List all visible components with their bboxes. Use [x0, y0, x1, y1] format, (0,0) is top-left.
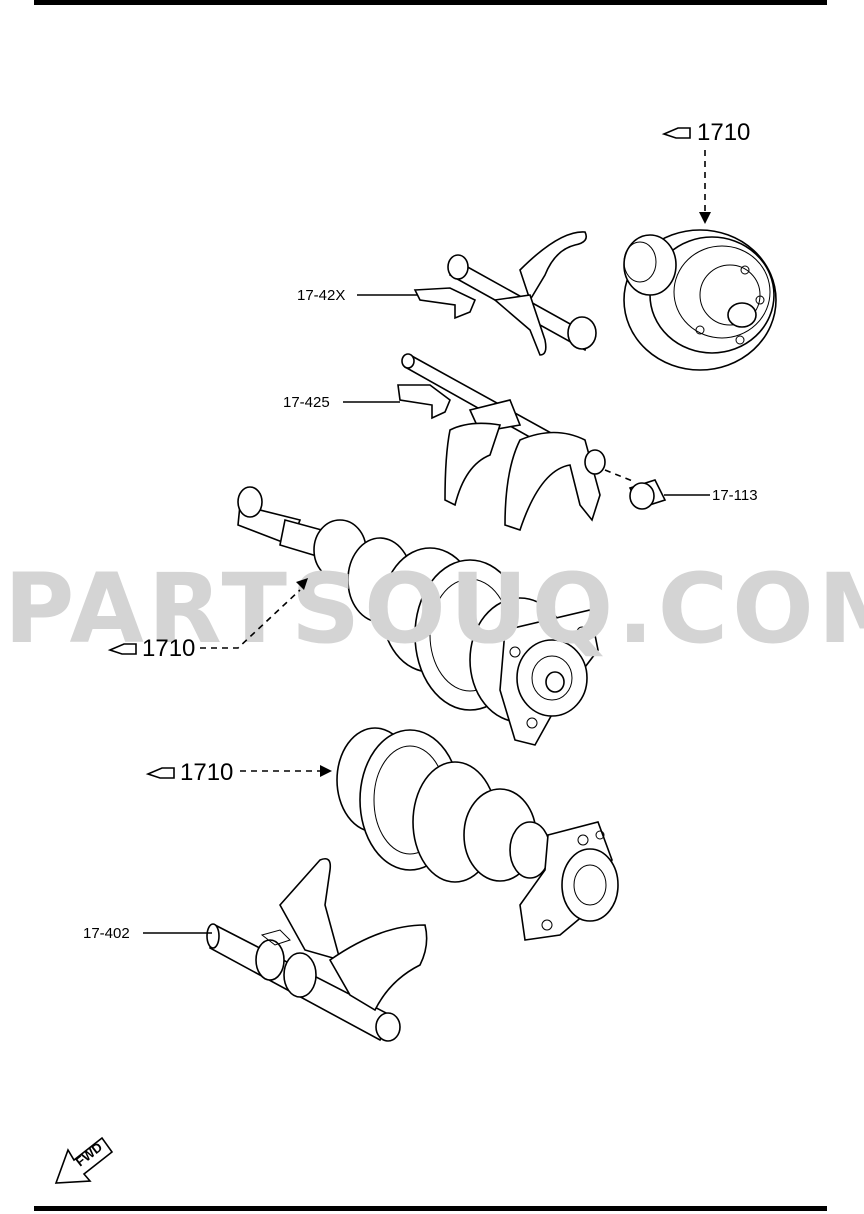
label-17-425[interactable]: 17-425	[283, 394, 330, 411]
reference-1710-mid[interactable]: 1710	[107, 578, 308, 662]
cap-17-113[interactable]	[604, 469, 667, 510]
synchronizer-assembly-top[interactable]	[623, 229, 777, 371]
reference-1710-mid-label: 1710	[142, 635, 195, 662]
shift-fork-17-425[interactable]	[397, 353, 606, 532]
label-17-402[interactable]: 17-402	[83, 925, 130, 942]
top-border	[34, 0, 827, 5]
reference-1710-top-label: 1710	[697, 119, 750, 146]
fwd-arrow-icon: FWD	[54, 1136, 114, 1184]
main-shaft-assembly[interactable]	[336, 727, 619, 941]
shift-fork-17-42x[interactable]	[413, 231, 597, 356]
watermark: PARTSOUQ.COM	[4, 553, 864, 665]
bottom-border	[34, 1206, 827, 1211]
label-17-42x[interactable]: 17-42X	[297, 287, 345, 304]
reference-1710-low-label: 1710	[180, 759, 233, 786]
label-17-113[interactable]: 17-113	[712, 487, 758, 504]
reference-1710-top[interactable]: 1710	[661, 119, 750, 224]
input-shaft-assembly[interactable]	[237, 486, 599, 746]
reference-1710-low[interactable]: 1710	[145, 759, 332, 786]
shift-rod-17-402[interactable]	[206, 857, 428, 1042]
